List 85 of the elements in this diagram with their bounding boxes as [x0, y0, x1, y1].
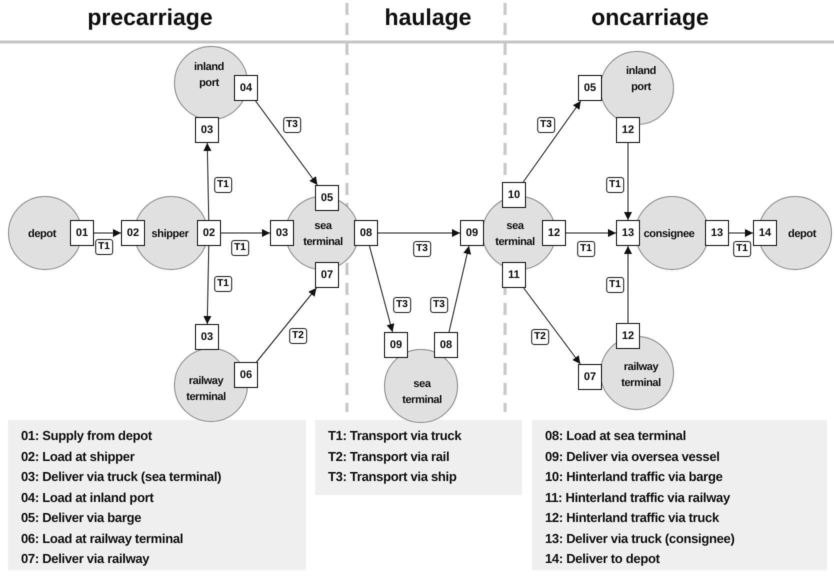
key-entry: 06: Load at railway terminal	[21, 530, 184, 546]
activity-code-box: 03	[270, 220, 294, 246]
activity-code-box: 09	[384, 332, 408, 358]
key-entry: 05: Deliver via barge	[21, 510, 142, 525]
location-label: depot	[787, 227, 818, 242]
arrow	[220, 229, 270, 237]
activity-code-box: 12	[542, 220, 566, 246]
transport-mode-label: T1	[577, 241, 595, 257]
transport-mode-label: T3	[430, 297, 448, 313]
activity-code-box: 06	[234, 362, 258, 388]
transport-mode-label: T2	[289, 328, 307, 344]
activity-code-box: 11	[502, 262, 526, 288]
arrow	[378, 229, 460, 237]
key-entry: 02: Load at shipper	[21, 448, 134, 464]
key-entry: 09: Deliver via oversea vessel	[545, 448, 720, 464]
activity-code-box: 12	[616, 323, 640, 349]
location-label: shipper	[150, 227, 190, 242]
key-entry: 12: Hinterland traffic via truck	[545, 510, 719, 525]
transport-mode-label: T1	[733, 241, 751, 257]
location-label: sea terminal	[302, 219, 344, 250]
activity-code-box: 14	[753, 220, 777, 246]
activity-code-box: 13	[705, 220, 729, 246]
activity-code-box: 12	[616, 117, 640, 143]
activity-code-box: 13	[616, 220, 640, 246]
activity-code-box: 07	[578, 364, 602, 390]
activity-code-box: 05	[578, 75, 602, 101]
location-label: consignee	[642, 227, 696, 242]
arrow	[522, 100, 582, 182]
location-label: inland port	[193, 60, 225, 91]
arrow	[256, 288, 317, 362]
key-entry: 11: Hinterland traffic via railway	[545, 490, 730, 504]
arrow	[448, 246, 472, 332]
arrow	[203, 142, 212, 220]
key-entry: T2: Transport via rail	[328, 448, 450, 464]
activity-code-box: 08	[434, 332, 458, 358]
phase-heading: oncarriage	[591, 4, 709, 31]
transport-mode-label: T1	[606, 177, 624, 193]
key-entry: T1: Transport via truck	[328, 428, 462, 443]
arrow	[624, 142, 632, 220]
activity-code-box: 01	[70, 220, 94, 246]
arrow	[368, 246, 394, 332]
activity-code-box: 02	[121, 220, 145, 246]
key-entry: 01: Supply from depot	[21, 428, 152, 443]
arrow	[94, 229, 122, 237]
location-label: sea terminal	[494, 219, 536, 250]
key-entry: 07: Deliver via railway	[21, 551, 150, 566]
key-entry: 10: Hinterland traffic via barge	[545, 469, 723, 484]
activity-code-box: 10	[502, 182, 526, 208]
transport-mode-label: T1	[95, 239, 113, 255]
key-entry: T3: Transport via ship	[328, 469, 456, 484]
key-entry: 04: Load at inland port	[21, 490, 154, 504]
arrow	[566, 229, 616, 237]
transport-mode-label: T3	[283, 117, 301, 133]
key-entry: 08: Load at sea terminal	[545, 428, 686, 443]
activity-code-box: 07	[315, 262, 339, 288]
arrow	[728, 229, 754, 237]
location-label: railway terminal	[620, 360, 662, 391]
location-label: inland port	[625, 64, 657, 95]
transport-mode-label: T3	[393, 297, 411, 313]
activity-code-box: 03	[195, 324, 219, 350]
key-entry: 13: Deliver via truck (consignee)	[545, 530, 735, 546]
location-label: sea terminal	[401, 377, 443, 408]
location-label: depot	[27, 227, 58, 242]
arrow	[203, 246, 212, 324]
key-entry: 03: Deliver via truck (sea terminal)	[21, 469, 222, 484]
activity-code-box: 02	[197, 220, 221, 246]
phase-heading: haulage	[384, 4, 472, 31]
transport-mode-label: T2	[531, 329, 549, 345]
transport-mode-label: T1	[214, 276, 232, 292]
key-entry: 14: Deliver to depot	[545, 551, 660, 566]
transport-mode-label: T3	[413, 241, 431, 257]
phase-heading: precarriage	[87, 4, 213, 31]
location-label: railway terminal	[185, 374, 227, 405]
activity-code-box: 05	[315, 185, 339, 211]
transport-mode-label: T1	[214, 177, 232, 193]
activity-code-box: 08	[354, 220, 378, 246]
arrow	[255, 100, 318, 186]
activity-code-box: 04	[234, 75, 258, 101]
arrow	[624, 246, 632, 324]
transport-mode-label: T1	[606, 277, 624, 293]
transport-mode-label: T1	[231, 240, 249, 256]
transport-mode-label: T3	[537, 117, 555, 133]
activity-code-box: 03	[195, 117, 219, 143]
arrow	[523, 288, 581, 364]
activity-code-box: 09	[460, 220, 484, 246]
